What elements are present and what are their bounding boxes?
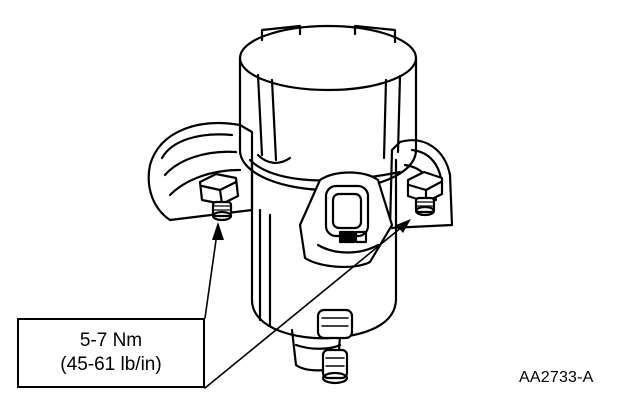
top-cap	[238, 24, 418, 192]
right-bolt	[406, 170, 444, 217]
leader-lines	[204, 219, 411, 389]
electrical-connector	[298, 171, 394, 269]
mounting-flange	[147, 121, 454, 230]
torque-spec-metric: 5-7 Nm	[79, 330, 143, 351]
torque-spec-imperial: (45-61 lb/in)	[60, 354, 162, 375]
leader-line-left	[204, 225, 219, 319]
left-bolt	[198, 172, 240, 222]
leader-line-right	[204, 221, 409, 389]
figure-identifier: AA2733-A	[519, 369, 594, 386]
lower-fitting	[316, 308, 354, 385]
arrowhead-right-icon	[396, 219, 411, 233]
torque-spec-callout: 5-7 Nm (45-61 lb/in)	[17, 318, 205, 388]
arrowhead-left-icon	[212, 222, 224, 240]
